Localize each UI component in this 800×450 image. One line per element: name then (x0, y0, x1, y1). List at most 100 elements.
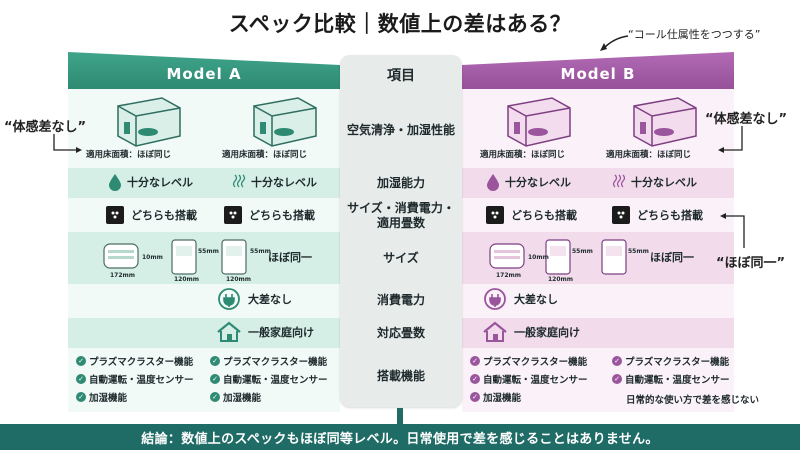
arrow-icon (720, 213, 745, 248)
footer-stem (397, 408, 403, 424)
dim-label: 120mm (174, 276, 200, 283)
device-size-icon (489, 239, 627, 275)
feature-item: 自動運転・温度センサー (223, 375, 328, 386)
model-b-power: 大差なし (514, 293, 558, 306)
model-b-equip: どちらも搭載 (511, 209, 577, 222)
room-icon (253, 97, 317, 147)
feature-item: 自動運転・温度センサー (625, 375, 730, 386)
power-plug-icon (218, 288, 240, 310)
check-icon: ✓ (470, 392, 480, 402)
model-b-features-2: ✓プラズマクラスター機能 ✓自動運転・温度センサー 日常的な使い方で差を感じない (612, 354, 759, 406)
annotation-right-lower: “ほぼ同一” (716, 256, 786, 271)
model-a-size: ほぼ同一 (268, 251, 312, 264)
model-a-features-1: ✓プラズマクラスター機能 ✓自動運転・温度センサー ✓加湿機能 (76, 354, 194, 404)
category-room: 対応畳数 (376, 325, 425, 340)
plasmacluster-icon (224, 206, 242, 224)
category-size: サイズ (383, 250, 419, 265)
model-b-equip: どちらも搭載 (637, 209, 703, 222)
house-icon (217, 321, 241, 342)
device-size-icon (221, 239, 247, 275)
device-size-icon (103, 239, 197, 275)
water-drop-icon (109, 174, 121, 191)
model-b-band-room (462, 318, 734, 348)
category-power: 消費電力 (376, 292, 425, 307)
plasmacluster-icon (612, 206, 630, 224)
dim-label: 10mm (142, 254, 163, 261)
feature-item: 加湿機能 (89, 393, 128, 404)
check-icon: ✓ (76, 374, 86, 384)
model-a-humid: 十分なレベル (251, 176, 317, 189)
page-title: スペック比較｜数値上の差はある？ (228, 12, 572, 36)
arrow-icon (600, 35, 629, 51)
model-b-features-1: ✓プラズマクラスター機能 ✓自動運転・温度センサー ✓加湿機能 (470, 354, 588, 404)
model-a-room-caption: 適用床面積：ほぼ同じ (222, 150, 308, 160)
check-icon: ✓ (210, 356, 220, 366)
model-a-header: Model A (68, 52, 340, 89)
power-plug-icon (484, 288, 506, 310)
model-b-room-caption: 適用床面積：ほぼ同じ (606, 150, 692, 160)
model-a-room: 一般家庭向け (248, 326, 314, 339)
annotation-top-right: “コール仕属性をつつする” (628, 28, 761, 41)
plasmacluster-icon (106, 206, 124, 224)
dim-label: 55mm (198, 248, 219, 255)
model-a-equip: どちらも搭載 (131, 209, 197, 222)
model-a-humid: 十分なレベル (127, 176, 193, 189)
model-b-size: ほぼ同一 (650, 251, 694, 264)
model-b-room: 一般家庭向け (514, 326, 580, 339)
dim-label: 172mm (496, 272, 522, 279)
dim-label: 10mm (528, 254, 549, 261)
check-icon: ✓ (210, 374, 220, 384)
category-spec: サイズ・消費電力・適用畳数 (347, 201, 455, 230)
check-icon: ✓ (612, 374, 622, 384)
feature-item: 自動運転・温度センサー (89, 375, 194, 386)
model-a-room-caption: 適用床面積：ほぼ同じ (86, 150, 172, 160)
room-icon (507, 97, 571, 147)
room-icon (117, 97, 181, 147)
model-b-room-caption: 適用床面積：ほぼ同じ (480, 150, 566, 160)
arrow-icon (718, 126, 743, 153)
feature-item: 加湿機能 (483, 393, 522, 404)
check-icon: ✓ (210, 392, 220, 402)
model-a-features-2: ✓プラズマクラスター機能 ✓自動運転・温度センサー ✓加湿機能 (210, 354, 328, 404)
plasmacluster-icon (486, 206, 504, 224)
model-a-power: 大差なし (248, 293, 292, 306)
model-b-humid: 十分なレベル (631, 176, 697, 189)
dim-label: 55mm (572, 248, 593, 255)
water-drop-icon (487, 174, 499, 191)
feature-item: プラズマクラスター機能 (223, 357, 328, 368)
conclusion-banner: 結論：数値上のスペックもほぼ同等レベル。日常使用で差を感じることはありません。 (0, 424, 800, 450)
category-humid: 加湿能力 (376, 175, 425, 190)
check-icon: ✓ (76, 356, 86, 366)
annotation-left: “体感差なし” (4, 120, 87, 135)
dim-label: 120mm (226, 276, 252, 283)
category-air: 空気清浄・加湿性能 (346, 122, 455, 137)
dim-label: 55mm (628, 248, 649, 255)
model-a-equip: どちらも搭載 (249, 209, 315, 222)
model-b-note: 日常的な使い方で差を感じない (626, 395, 760, 406)
model-b-header: Model B (462, 52, 734, 89)
feature-item: プラズマクラスター機能 (89, 357, 194, 368)
room-icon (633, 97, 697, 147)
category-header: 項目 (387, 67, 415, 84)
house-icon (483, 321, 507, 342)
category-features: 搭載機能 (376, 368, 425, 383)
annotation-right: “体感差なし” (705, 112, 788, 127)
feature-item: プラズマクラスター機能 (483, 357, 588, 368)
check-icon: ✓ (612, 356, 622, 366)
model-b-humid: 十分なレベル (505, 176, 571, 189)
arrow-icon (53, 134, 82, 153)
model-b-band-humid (462, 168, 734, 198)
feature-item: プラズマクラスター機能 (625, 357, 730, 368)
category-column (340, 55, 462, 407)
dim-label: 172mm (110, 272, 136, 279)
check-icon: ✓ (470, 374, 480, 384)
steam-icon (612, 174, 626, 188)
dim-label: 120mm (548, 276, 574, 283)
feature-item: 自動運転・温度センサー (483, 375, 588, 386)
check-icon: ✓ (76, 392, 86, 402)
check-icon: ✓ (470, 356, 480, 366)
feature-item: 加湿機能 (223, 393, 262, 404)
steam-icon (232, 174, 246, 188)
dim-label: 55mm (250, 248, 271, 255)
model-a-band-room (68, 318, 340, 348)
